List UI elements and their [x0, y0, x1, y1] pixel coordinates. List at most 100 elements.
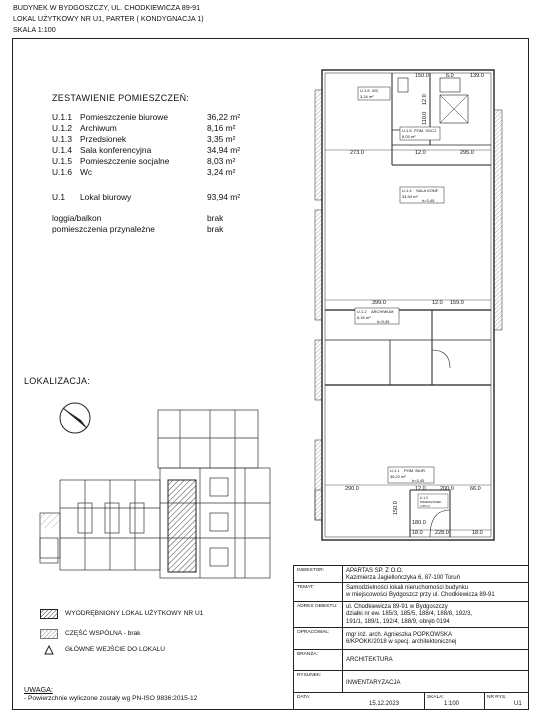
dim-label: 180.0	[412, 520, 426, 526]
room-name: Sala konferencyjna	[80, 145, 152, 155]
room-code: U.1.5	[52, 156, 73, 166]
tb-line: w miejscowości Bydgoszcz przy ul. Chodki…	[346, 592, 495, 599]
tb-drawing-no: U1	[514, 701, 522, 707]
extra-value: brak	[207, 213, 224, 223]
dim-label: 228.0	[435, 530, 449, 536]
room-name: Pomieszczenie biurowe	[80, 112, 168, 122]
room-stamp-code: U.1.3	[420, 496, 428, 500]
tb-label: SKALA:	[427, 695, 444, 700]
legend-entrance: GŁÓWNE WEJŚCIE DO LOKALU	[65, 646, 166, 653]
room-stamp-area: 3,35 m²	[420, 504, 430, 508]
tb-label: ADRES OBIEKTU:	[297, 604, 338, 609]
location-site-plan	[39, 409, 271, 579]
dim-label: 12.0	[422, 94, 428, 105]
header-unit: LOKAL UŻYTKOWY NR U1, PARTER ( KONDYGNAC…	[13, 14, 204, 23]
tb-label: NR RYS.	[487, 695, 507, 700]
room-stamp-height: h=3,45	[412, 478, 425, 483]
summary-title: ZESTAWIENIE POMIESZCZEŃ:	[52, 93, 190, 103]
dim-label: 12.0	[432, 300, 443, 306]
tb-line: Kazimierza Jagiellończyka 6, 87-100 Toru…	[346, 575, 460, 582]
room-name: Archiwum	[80, 123, 117, 133]
room-stamp-area: 3,24 m²	[360, 94, 374, 99]
tb-scale: 1:100	[444, 701, 460, 707]
dim-label: 200.0	[440, 486, 454, 492]
room-code: U.1.3	[52, 134, 73, 144]
tb-line: ARCHITEKTURA	[346, 657, 393, 663]
room-name: Pomieszczenie socjalne	[80, 156, 170, 166]
dim-label: 6.0	[446, 73, 454, 79]
room-code: U.1.6	[52, 167, 73, 177]
tb-line: INWENTARYZACJA	[346, 680, 401, 686]
hatched-dark-swatch-icon	[40, 609, 58, 619]
room-stamp-code: U.1.4	[402, 188, 412, 193]
tb-label: RYSUNEK:	[297, 673, 322, 678]
room-stamp-name: POM. BIUR.	[404, 468, 426, 473]
room-stamp-area: 8,16 m²	[357, 315, 371, 320]
tb-value: INWENTARYZACJA	[346, 680, 400, 687]
dim-label: 18.0	[472, 530, 483, 536]
room-stamp-area: 36,22 m²	[390, 474, 406, 479]
dim-label: 159.0	[450, 300, 464, 306]
tb-label: INWESTOR:	[297, 568, 325, 573]
tb-line: mgr inż. arch. Agnieszka POPKOWSKA	[346, 632, 453, 638]
room-code: U.1.4	[52, 145, 73, 155]
tb-label: OPRACOWAŁ:	[297, 630, 330, 635]
room-stamp-code: U.1.5	[402, 128, 412, 133]
dim-label: 12.0	[415, 486, 426, 492]
tb-value: APARTAS SP. Z O.O.Kazimierza Jagiellończ…	[346, 568, 460, 583]
tb-line: 191/1, 189/1, 192/4, 188/9, obręb 0194	[346, 618, 450, 625]
tb-line: 6/KPOKK/2018 w specj. architektonicznej	[346, 639, 457, 646]
tb-branch: BRANŻA: ARCHITEKTURA	[294, 650, 528, 671]
tb-line: ul. Chodkiewicza 89-91 w Bydgoszczy	[346, 604, 448, 610]
north-arrow-icon	[59, 402, 91, 434]
floor-plan: 150.0 6.0 139.0 273.0 12.0 295.0 399.0 1…	[314, 69, 503, 541]
tb-value: Samodzielności lokali nieruchomości budy…	[346, 585, 495, 600]
room-area: 8,16 m²	[207, 123, 236, 133]
dim-label: 295.0	[460, 150, 474, 156]
tb-investor: INWESTOR: APARTAS SP. Z O.O.Kazimierza J…	[294, 566, 528, 583]
room-code: U.1.1	[52, 112, 73, 122]
location-title: LOKALIZACJA:	[24, 376, 91, 386]
dim-label: 12.0	[415, 150, 426, 156]
room-stamp-name: SALA KONF.	[416, 188, 439, 193]
dim-label: 150.0	[415, 73, 429, 79]
room-area: 8,03 m²	[207, 156, 236, 166]
tb-value: ARCHITEKTURA	[346, 657, 393, 664]
tb-line: Samodzielności lokali nieruchomości budy…	[346, 585, 469, 591]
tb-label: BRANŻA:	[297, 652, 318, 657]
room-stamp-area: 8,03 m²	[402, 134, 416, 139]
room-stamp-name: WC	[372, 88, 379, 93]
room-stamp-height: h=3,45	[377, 319, 390, 324]
room-area: 34,94 m²	[207, 145, 241, 155]
legend-unit: WYODRĘBNIONY LOKAL UŻYTKOWY NR U1	[65, 610, 204, 617]
dim-label: 150.0	[393, 501, 399, 515]
header-building: BUDYNEK W BYDGOSZCZY, UL. CHODKIEWICZA 8…	[13, 3, 201, 12]
dim-label: 139.0	[470, 73, 484, 79]
note-text: - Powierzchnie wyliczone zostały wg PN-I…	[24, 695, 198, 702]
extra-name: loggia/balkon	[52, 213, 102, 223]
room-name: Wc	[80, 167, 93, 177]
dim-label: 66.0	[470, 486, 481, 492]
total-code: U.1	[52, 192, 66, 202]
tb-drawing: RYSUNEK: INWENTARYZACJA	[294, 671, 528, 693]
room-name: Przedsionek	[80, 134, 127, 144]
extra-value: brak	[207, 224, 224, 234]
room-area: 3,35 m²	[207, 134, 236, 144]
tb-line: działki nr ew. 185/3, 185/5, 188/4, 188/…	[346, 611, 473, 618]
dim-label: 18.0	[412, 530, 423, 536]
dim-label: 110.0	[422, 112, 428, 125]
dim-label: 273.0	[350, 150, 364, 156]
tb-footer: DATA: 15.12.2023 SKALA: 1:100 NR RYS. U1	[294, 693, 528, 710]
total-area: 93,94 m²	[207, 192, 241, 202]
dim-label: 290.0	[345, 486, 359, 492]
hatched-light-swatch-icon	[40, 629, 58, 639]
room-code: U.1.2	[52, 123, 73, 133]
tb-label: DATA:	[297, 695, 311, 700]
room-stamp-area: 34,94 m²	[402, 194, 418, 199]
extra-name: pomieszczenia przynależne	[52, 224, 155, 234]
tb-date: 15.12.2023	[369, 701, 400, 707]
sheet-frame	[12, 38, 529, 710]
header-scale: SKALA 1:100	[13, 25, 56, 34]
